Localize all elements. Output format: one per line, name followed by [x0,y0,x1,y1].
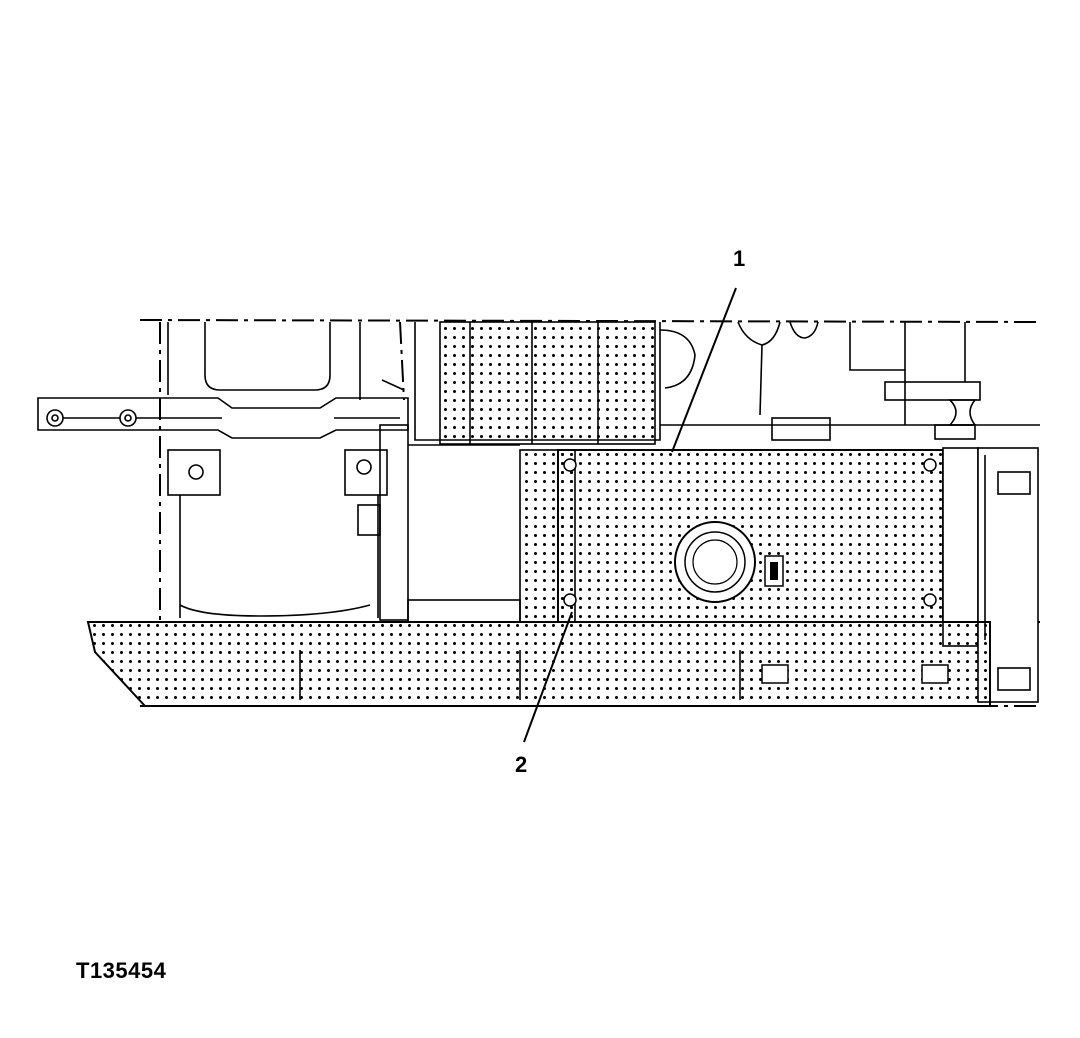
left-bracket-bar [37,397,409,439]
callout-1: 1 [733,246,745,271]
right-panel [942,447,1039,703]
main-panel [519,449,944,623]
upper-dotted-panels [439,321,656,445]
upper-frame-structure [167,321,1040,441]
left-compartment [167,424,521,623]
callout-2-leader [523,611,573,743]
leader-lines [523,287,737,743]
figure-id: T135454 [76,958,167,983]
lower-dotted-step [86,621,991,707]
callout-1-leader [671,287,737,453]
callout-2: 2 [515,752,527,777]
